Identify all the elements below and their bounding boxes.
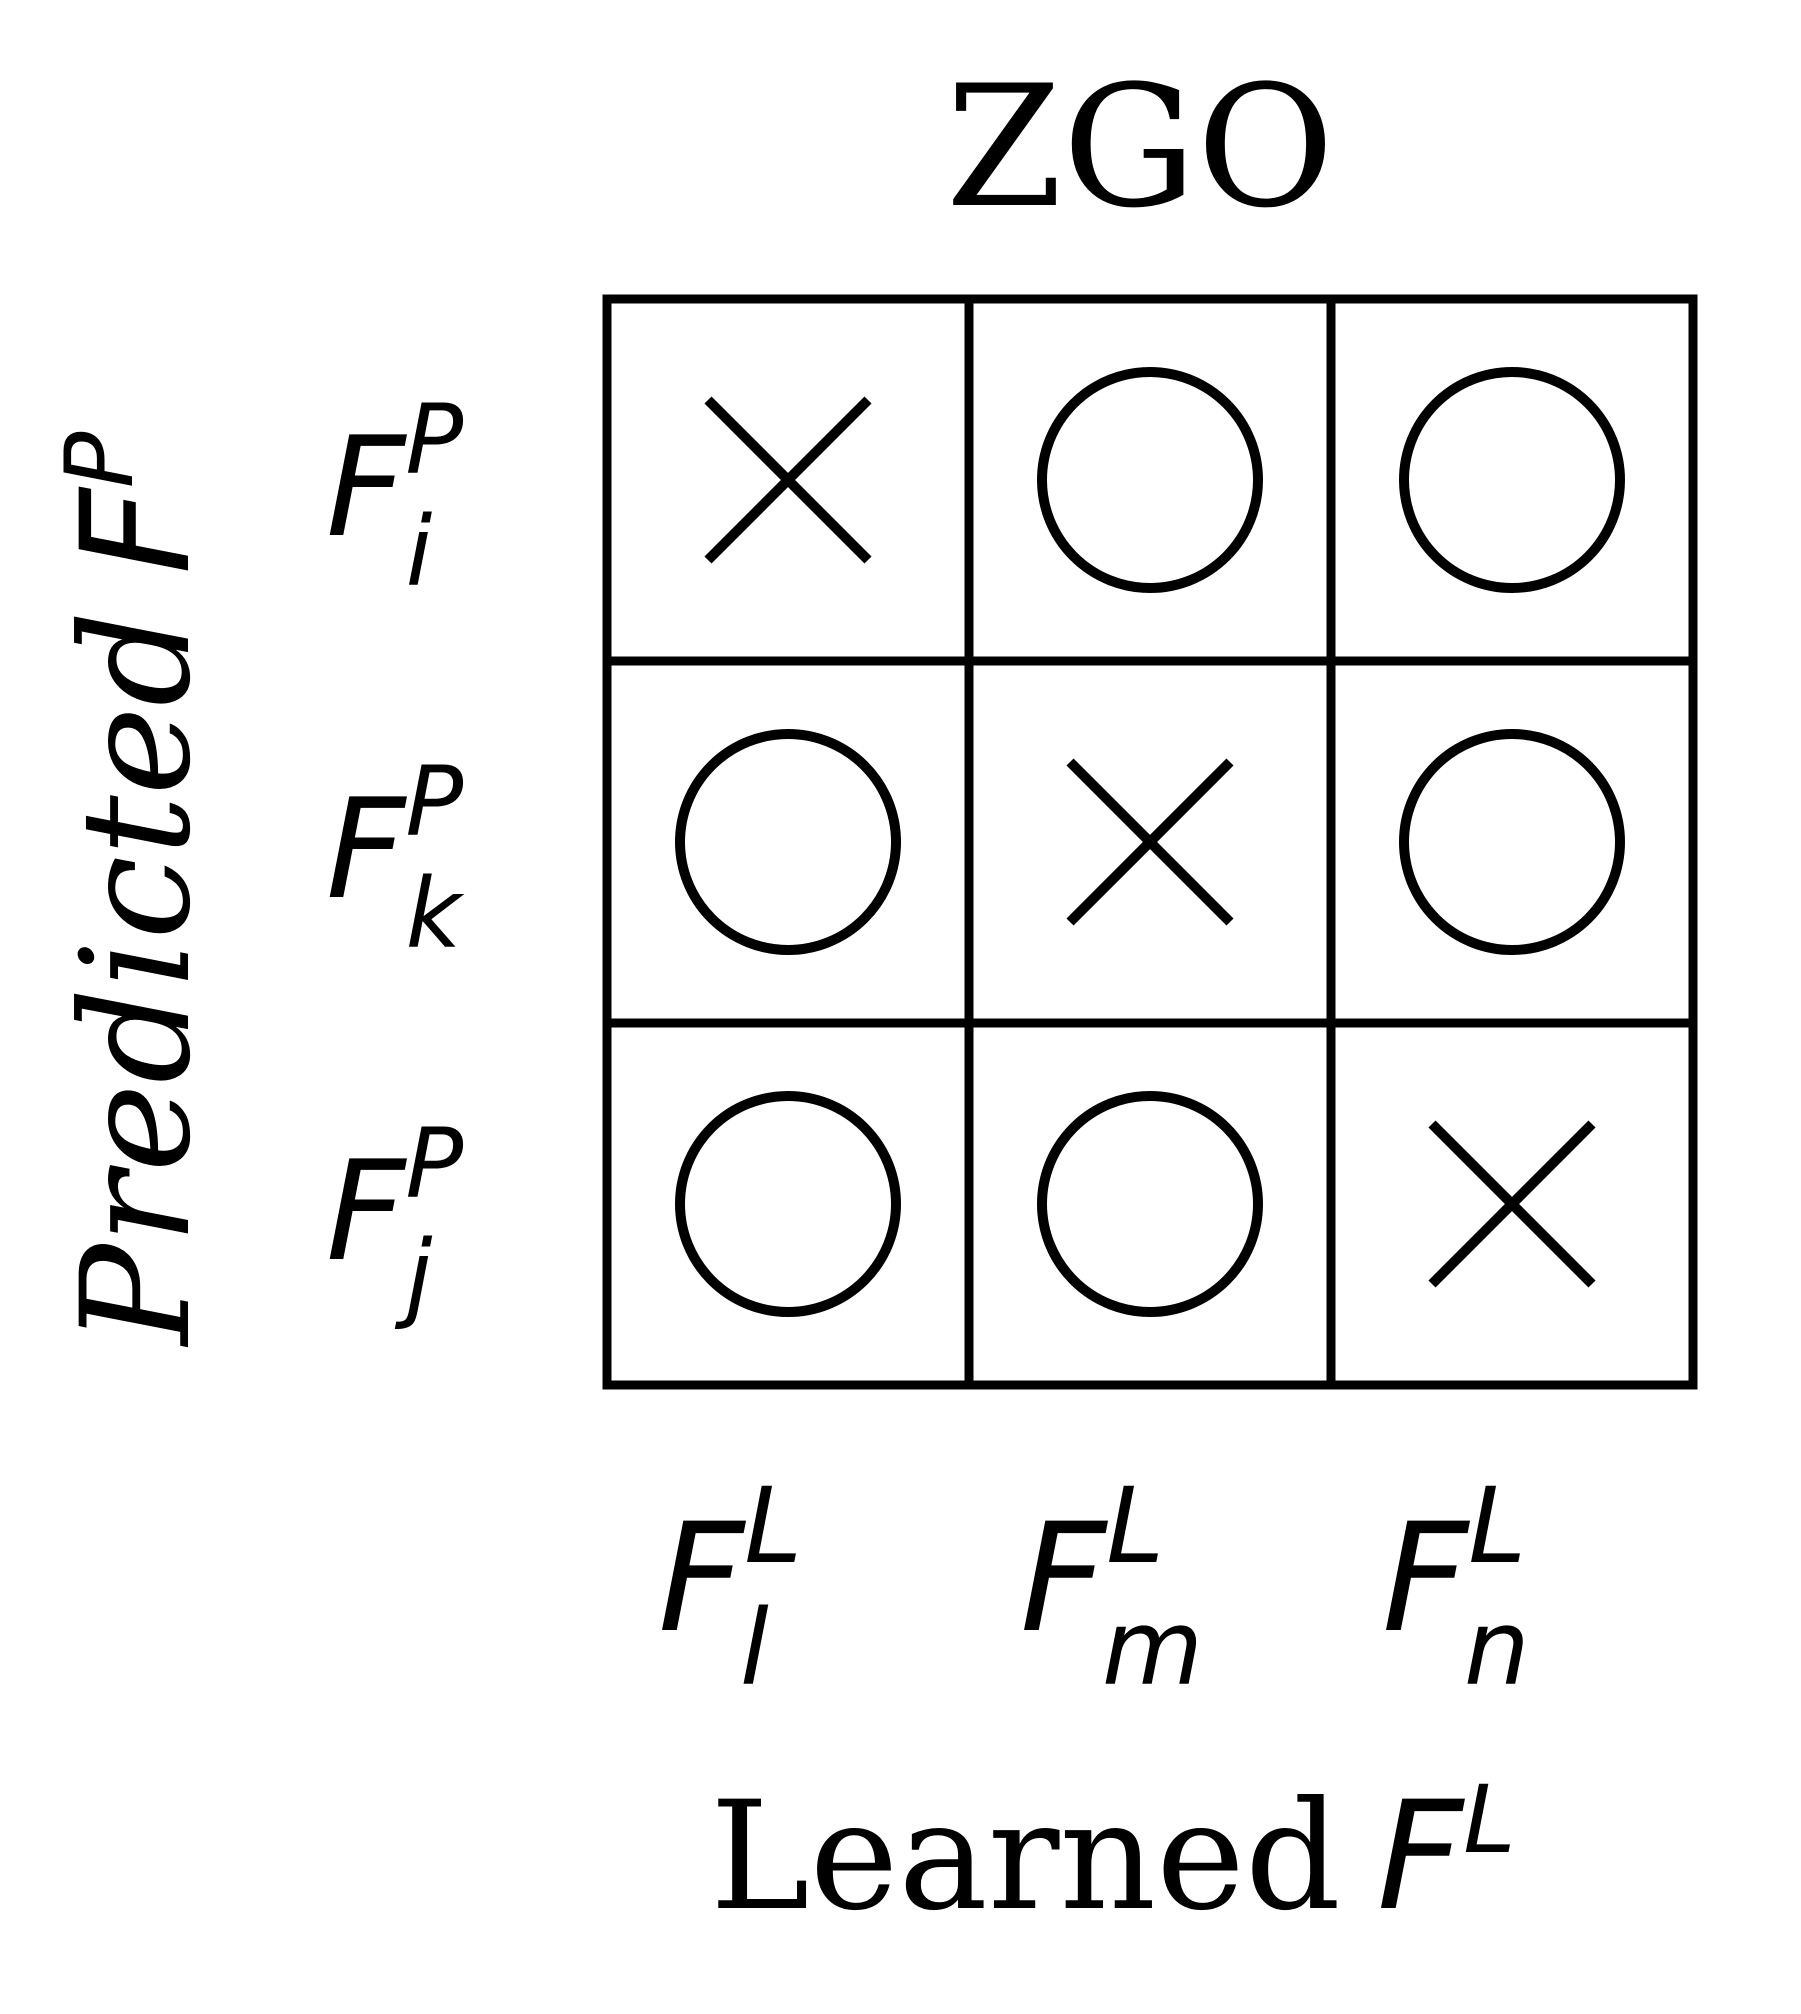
grid-cell-r1-c2 [1326, 656, 1698, 1028]
grid-cell-r1-c0 [602, 656, 974, 1028]
column-label-1-subscript: m [1102, 1587, 1203, 1709]
row-label-0-superscript: P [405, 384, 463, 496]
grid-cell-r2-c0 [602, 1018, 974, 1390]
y-axis-label: Predicted FP [46, 431, 224, 1348]
row-label-1-superscript: P [405, 746, 463, 858]
column-label-1-superscript: L [1106, 1465, 1164, 1587]
row-label-0-subscript: i [406, 496, 433, 608]
circle-mark-r0-c2 [1399, 367, 1625, 593]
column-label-0-superscript: L [744, 1465, 802, 1587]
column-label-1-symbol: F [1020, 1492, 1109, 1666]
row-label-0-symbol: F [326, 407, 407, 568]
circle-mark-r2-c0 [675, 1091, 901, 1317]
column-label-0-symbol: F [658, 1492, 747, 1666]
x-axis-label-text: Learned [710, 1770, 1341, 1944]
row-label-2-superscript: P [405, 1108, 463, 1220]
row-label-2-symbol: F [326, 1131, 407, 1292]
circle-mark-r1-c0 [675, 729, 901, 955]
cross-mark-r2-c2 [1428, 1120, 1596, 1288]
circle-mark-r1-c2 [1399, 729, 1625, 955]
cross-mark-r1-c1 [1066, 758, 1234, 926]
grid-cell-r0-c2 [1326, 294, 1698, 666]
column-label-2-superscript: L [1468, 1465, 1526, 1587]
y-axis-label-superscript: P [46, 431, 155, 488]
cross-mark-r0-c0 [704, 396, 872, 564]
column-label-2-symbol: F [1382, 1492, 1471, 1666]
x-axis-label-superscript: L [1463, 1766, 1515, 1875]
y-axis-label-symbol: F [50, 486, 224, 575]
diagram-title: ZGO [946, 49, 1335, 245]
row-label-1-symbol: F [326, 769, 407, 930]
circle-mark-r0-c1 [1037, 367, 1263, 593]
column-label-0-subscript: l [740, 1587, 769, 1709]
circle-mark-r2-c1 [1037, 1091, 1263, 1317]
matrix-grid [602, 294, 1698, 1390]
y-axis-label-text: Predicted [50, 611, 224, 1348]
grid-cell-r2-c2 [1326, 1018, 1698, 1390]
x-axis-label-symbol: F [1377, 1770, 1466, 1944]
column-label-2-subscript: n [1464, 1587, 1530, 1709]
matrix-cells [675, 367, 1625, 1317]
row-label-1-subscript: k [406, 858, 465, 970]
grid-cell-r2-c1 [964, 1018, 1336, 1390]
grid-cell-r0-c1 [964, 294, 1336, 666]
